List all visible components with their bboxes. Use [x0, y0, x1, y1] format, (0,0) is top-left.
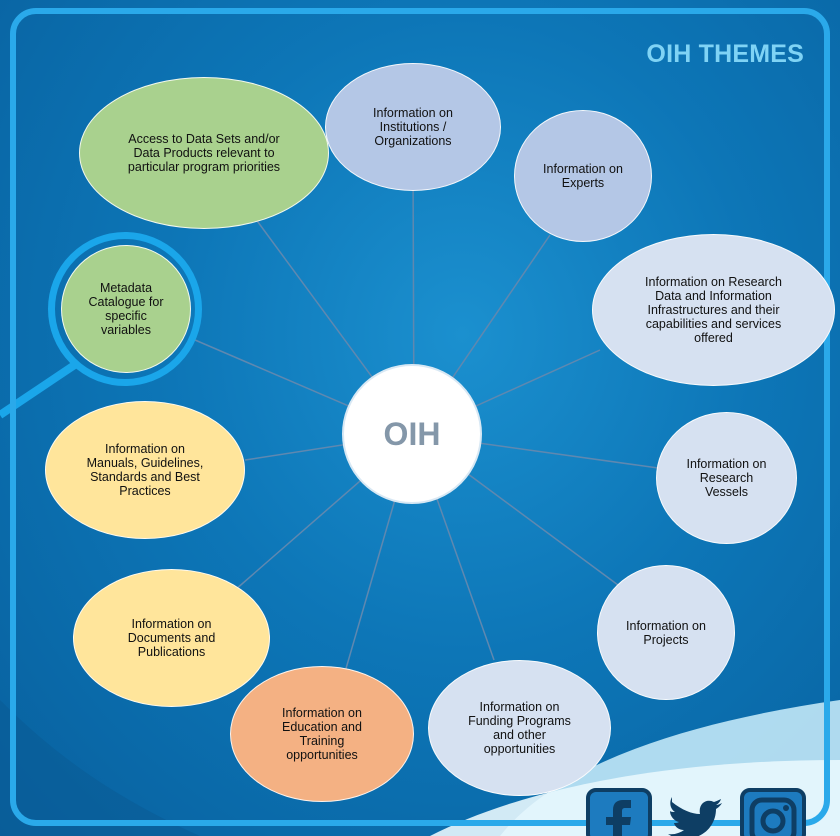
node-institutions: Information on Institutions / Organizati…	[325, 63, 501, 191]
instagram-icon[interactable]	[740, 788, 806, 836]
node-label: Information on Research Data and Informa…	[645, 275, 782, 345]
page-title: OIH THEMES	[646, 40, 804, 68]
node-vessels: Information on Research Vessels	[656, 412, 797, 544]
node-label: Information on Funding Programs and othe…	[468, 700, 571, 756]
node-label: Information on Experts	[543, 162, 623, 190]
node-projects: Information on Projects	[597, 565, 735, 700]
node-funding: Information on Funding Programs and othe…	[428, 660, 611, 796]
node-label: Information on Projects	[626, 618, 706, 647]
node-label: Information on Research Vessels	[686, 457, 767, 499]
node-infrastructures: Information on Research Data and Informa…	[592, 234, 835, 386]
node-documents: Information on Documents and Publication…	[73, 569, 270, 707]
node-education: Information on Education and Training op…	[230, 666, 414, 802]
node-label: Information on Manuals, Guidelines, Stan…	[86, 442, 204, 498]
node-label: Access to Data Sets and/or Data Products…	[127, 132, 281, 174]
node-manuals: Information on Manuals, Guidelines, Stan…	[45, 401, 245, 539]
node-label: Information on Institutions / Organizati…	[373, 106, 453, 148]
twitter-icon[interactable]	[664, 788, 734, 836]
node-experts: Information on Experts	[514, 110, 652, 242]
node-label: Information on Education and Training op…	[282, 706, 362, 762]
center-label: OIH	[383, 416, 441, 452]
node-label: Information on Documents and Publication…	[127, 617, 216, 659]
node-datasets: Access to Data Sets and/or Data Products…	[79, 77, 329, 229]
slide-frame	[10, 8, 830, 826]
zoom-highlight-ring	[48, 232, 202, 386]
center-node: OIH	[342, 364, 482, 504]
facebook-icon[interactable]	[586, 788, 652, 836]
